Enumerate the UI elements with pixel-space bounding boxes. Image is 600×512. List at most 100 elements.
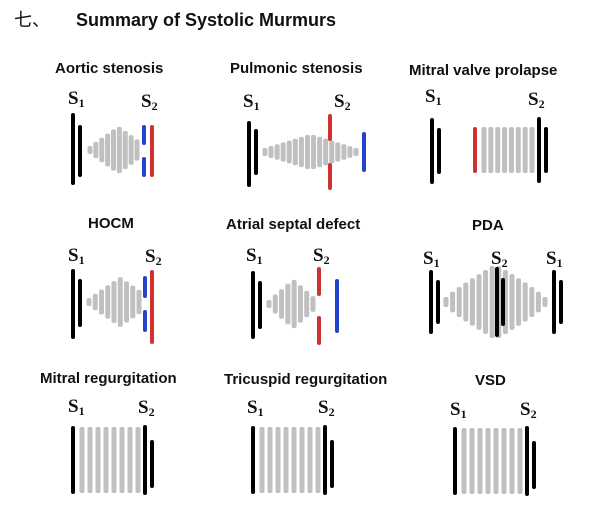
asd-murmur-bar: [279, 289, 285, 319]
asd-s1-bar: [258, 281, 262, 329]
vsd-murmur-bar: [477, 428, 483, 494]
label-s2-pda: S2: [491, 248, 508, 270]
label-s1-mitral-valve-prolapse: S1: [425, 86, 442, 108]
label-s2-aortic-stenosis: S2: [141, 91, 158, 113]
as-murmur-bar: [105, 133, 111, 167]
tr-s2-bar: [323, 425, 327, 495]
hocm-murmur-bar: [130, 285, 136, 319]
pda-murmur-bar: [542, 297, 548, 307]
mr-murmur-bar: [111, 427, 117, 493]
vsd-s2-bar: [525, 426, 529, 496]
mr-murmur-bar: [127, 427, 133, 493]
label-s1-pulmonic-stenosis: S1: [243, 91, 260, 113]
hocm-murmur-bar: [124, 281, 129, 323]
tr-murmur-bar: [259, 427, 265, 493]
pda-murmur-bar: [463, 282, 469, 322]
mvp-murmur-bar: [481, 127, 487, 173]
mvp-murmur-bar: [502, 127, 508, 173]
as-murmur-bar: [93, 141, 99, 159]
asd-s1-bar: [251, 271, 255, 339]
asd-s2-aortic-upper: [317, 267, 321, 296]
as-s2-pulmonic-lower: [142, 157, 146, 177]
mvp-murmur-bar: [508, 127, 514, 173]
label-s1-pda-first: S1: [423, 248, 440, 270]
section-number: 七、: [14, 10, 50, 31]
pda-murmur-bar: [535, 291, 541, 313]
pda-murmur-bar: [443, 297, 449, 307]
label-s2-mitral-valve-prolapse: S2: [528, 89, 545, 111]
mvp-murmur-bar: [495, 127, 501, 173]
mr-murmur-bar: [103, 427, 109, 493]
mr-s2-bar: [150, 440, 154, 488]
tr-murmur-bar: [267, 427, 273, 493]
panel-title-mitral-valve-prolapse: Mitral valve prolapse: [409, 62, 558, 79]
mr-murmur-bar: [95, 427, 101, 493]
panel-title-atrial-septal-defect: Atrial septal defect: [226, 216, 361, 233]
as-s2-pulmonic-upper: [142, 125, 146, 145]
ps-murmur-bar: [280, 142, 286, 162]
mvp-click: [473, 127, 477, 173]
pda-murmur-bar: [450, 291, 456, 313]
pda-murmur-bar: [456, 286, 462, 318]
hocm-s2-aortic: [150, 270, 154, 344]
label-s2-vsd: S2: [520, 399, 537, 421]
label-s1-atrial-septal-defect: S1: [246, 245, 263, 267]
mvp-murmur-bar: [488, 127, 494, 173]
page-heading: 七、 Summary of Systolic Murmurs: [14, 6, 336, 32]
mvp-s2-bar: [537, 117, 541, 183]
pda-s1b-bar: [559, 280, 563, 324]
asd-s2-aortic-lower: [317, 316, 321, 345]
ps-murmur-bar: [298, 136, 304, 168]
ps-murmur-bar: [335, 142, 341, 162]
hocm-s2-pulmonic-lower: [143, 310, 147, 332]
mvp-s1-bar: [430, 118, 434, 184]
as-murmur-bar: [99, 137, 105, 163]
pda-murmur-bar: [509, 274, 515, 330]
hocm-murmur-bar: [136, 289, 142, 315]
hocm-s2-pulmonic-upper: [143, 276, 147, 298]
ps-murmur-bar: [317, 136, 323, 168]
asd-murmur-bar: [304, 290, 310, 318]
pda-murmur-bar: [476, 274, 482, 330]
hocm-murmur-bar: [86, 298, 92, 306]
asd-murmur-bar: [272, 294, 278, 314]
vsd-murmur-bar: [485, 428, 491, 494]
label-s1-pda-second: S1: [546, 248, 563, 270]
pda-murmur-bar: [516, 278, 522, 326]
ps-murmur-bar: [353, 148, 359, 156]
label-s2-pulmonic-stenosis: S2: [334, 91, 351, 113]
mvp-murmur-bar: [529, 127, 535, 173]
tr-s1-bar: [251, 426, 255, 494]
tr-murmur-bar: [283, 427, 289, 493]
hocm-murmur-bar: [92, 293, 98, 311]
mr-murmur-bar: [135, 427, 141, 493]
page-title: Summary of Systolic Murmurs: [76, 10, 337, 30]
vsd-murmur-bar: [461, 428, 467, 494]
pda-s1-bar: [429, 270, 433, 334]
vsd-s1-bar: [453, 427, 457, 495]
tr-murmur-bar: [291, 427, 297, 493]
pda-s1b-bar: [552, 270, 556, 334]
ps-murmur-bar: [304, 134, 310, 170]
ps-murmur-bar: [268, 146, 274, 158]
as-s1-bar: [71, 113, 75, 185]
asd-murmur-bar: [266, 300, 272, 308]
ps-murmur-bar: [329, 140, 335, 164]
label-s1-hocm: S1: [68, 245, 85, 267]
mvp-murmur-bar: [522, 127, 528, 173]
pda-murmur-bar: [469, 278, 475, 326]
hocm-murmur-bar: [99, 289, 104, 315]
as-murmur-bar: [111, 129, 116, 171]
tr-murmur-bar: [275, 427, 281, 493]
label-s2-tricuspid-regurgitation: S2: [318, 397, 335, 419]
label-s1-vsd: S1: [450, 399, 467, 421]
mr-s2-bar: [143, 425, 147, 495]
as-murmur-bar: [122, 131, 128, 169]
tr-s2-bar: [330, 440, 334, 488]
panel-title-pulmonic-stenosis: Pulmonic stenosis: [230, 60, 363, 77]
mvp-murmur-bar: [515, 127, 521, 173]
panel-title-pda: PDA: [472, 217, 504, 234]
ps-murmur-bar: [347, 146, 353, 158]
panel-title-hocm: HOCM: [88, 215, 134, 232]
label-s2-atrial-septal-defect: S2: [313, 245, 330, 267]
